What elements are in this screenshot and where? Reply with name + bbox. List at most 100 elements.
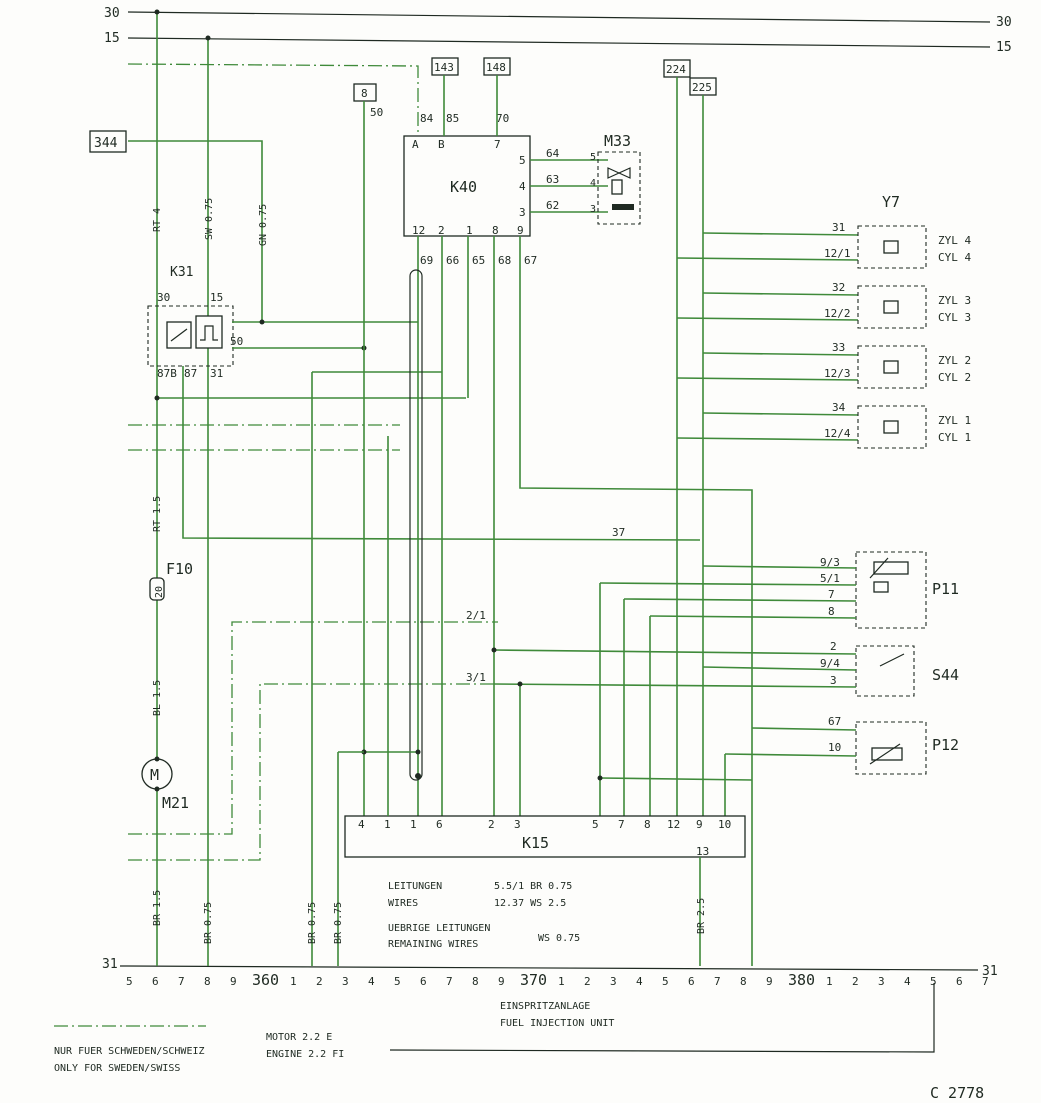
p11-wire-8: 8 <box>828 605 835 618</box>
scale-number: 9 <box>498 975 505 988</box>
rail-30-label-left: 30 <box>104 6 120 21</box>
k40-pin-r5: 5 <box>519 154 526 167</box>
injector-outline <box>857 405 927 449</box>
k40-pin-1: 1 <box>466 224 473 237</box>
unit-bracket <box>389 983 935 1053</box>
scale-number: 7 <box>714 975 721 988</box>
junction <box>415 749 421 755</box>
y7-wire-12-4: 12/4 <box>824 427 851 440</box>
s44-wire-9-4: 9/4 <box>820 657 840 670</box>
zyl-3: ZYL 3 <box>938 294 971 307</box>
k15-pin: 5 <box>592 818 599 831</box>
fuse-f10: F10 20 <box>149 560 193 601</box>
scale-number: 5 <box>126 975 133 988</box>
k15-box <box>344 815 746 858</box>
scale-number: 8 <box>204 975 211 988</box>
m33-outline <box>597 151 641 225</box>
m33-valve-symbol <box>607 167 631 179</box>
junction <box>259 319 265 325</box>
y7-wire-31: 31 <box>832 221 845 234</box>
k15-pin: 9 <box>696 818 703 831</box>
wire-65-label: 65 <box>472 254 485 267</box>
injector-outline <box>857 285 927 329</box>
scale-number: 1 <box>826 975 833 988</box>
wire-s44-2 <box>493 649 857 655</box>
control-unit-k40: K40 A B 7 84 85 70 5 4 3 12 2 1 8 9 <box>403 112 531 237</box>
scale-number: 7 <box>178 975 185 988</box>
k15-pin: 1 <box>384 818 391 831</box>
injector-coil <box>883 240 899 254</box>
injector-coil <box>883 300 899 314</box>
scale-number: 4 <box>904 975 911 988</box>
ref-225-label: 225 <box>692 81 712 94</box>
wire-63-label: 63 <box>546 173 559 186</box>
ref-344-label: 344 <box>94 136 118 151</box>
k15-label: K15 <box>522 834 549 852</box>
junction <box>154 9 160 15</box>
k15-pin: 3 <box>514 818 521 831</box>
wire-label-br075-3: BR 0.75 <box>333 902 344 944</box>
k15-pin: 4 <box>358 818 365 831</box>
scale-number: 5 <box>930 975 937 988</box>
y7-wire-12-3: 12/3 <box>824 367 851 380</box>
k31-outline <box>147 305 234 367</box>
rail-15: 15 15 <box>104 31 1012 55</box>
rail-30: 30 30 <box>104 6 1012 30</box>
wire-p11-7 <box>623 598 857 602</box>
junction <box>415 773 421 779</box>
k31-pin-50: 50 <box>230 335 243 348</box>
junction <box>154 786 160 792</box>
k15-pin: 8 <box>644 818 651 831</box>
y7-wire-12-1: 12/1 <box>824 247 851 260</box>
drawing-code: C 2778 <box>930 1084 984 1102</box>
injector-outline <box>857 345 927 389</box>
f10-value: 20 <box>154 586 165 598</box>
wire-66-label: 66 <box>446 254 459 267</box>
legend-en: ONLY FOR SWEDEN/SWISS <box>54 1063 180 1074</box>
scale-number: 6 <box>152 975 159 988</box>
sweden-wire-d <box>128 683 498 861</box>
note-wires-spec: 12.37 WS 2.5 <box>494 898 566 909</box>
p11-wire-9-3: 9/3 <box>820 556 840 569</box>
junction <box>154 756 160 762</box>
s44-outline <box>855 645 915 697</box>
wire-31 <box>702 232 859 236</box>
scale-number: 1 <box>290 975 297 988</box>
wire-34 <box>702 412 859 416</box>
k15-pin: 6 <box>436 818 443 831</box>
relay-k31: K31 30 15 50 87B 87 31 <box>147 265 243 380</box>
unit-label-en: FUEL INJECTION UNIT <box>500 1018 614 1029</box>
k40-wire-70: 70 <box>496 112 509 125</box>
injector-coil <box>883 360 899 374</box>
scale-number: 3 <box>878 975 885 988</box>
s44-wire-3: 3 <box>830 674 837 687</box>
cyl-4: CYL 4 <box>938 251 971 264</box>
wire-33 <box>702 352 859 356</box>
scale-number: 7 <box>446 975 453 988</box>
p12-wire-10: 10 <box>828 741 841 754</box>
wire-67-label: 67 <box>524 254 537 267</box>
k31-pin-87: 87 <box>184 367 197 380</box>
wire-64-label: 64 <box>546 147 560 160</box>
y7-wire-34: 34 <box>832 401 846 414</box>
k40-pin-2: 2 <box>438 224 445 237</box>
scale-number: 2 <box>584 975 591 988</box>
p11-wiper <box>869 557 889 579</box>
scale-number: 7 <box>982 975 989 988</box>
k40-box <box>403 135 531 237</box>
wire-p11-8 <box>649 615 857 619</box>
wire-32 <box>702 292 859 296</box>
scale-number: 2 <box>852 975 859 988</box>
zyl-2: ZYL 2 <box>938 354 971 367</box>
sensor-p11: 9/3 5/1 7 8 P11 <box>599 551 959 629</box>
motor-m21: M M21 <box>141 756 189 812</box>
p12-label: P12 <box>932 736 959 754</box>
motor-label-en: ENGINE 2.2 FI <box>266 1049 344 1060</box>
k40-wire-84: 84 <box>420 112 434 125</box>
note-remaining: REMAINING WIRES <box>388 939 478 950</box>
p11-label: P11 <box>932 580 959 598</box>
ref-148-label: 148 <box>486 61 506 74</box>
p12-slash <box>869 743 901 765</box>
p11-outline <box>855 551 927 629</box>
scale-number: 9 <box>766 975 773 988</box>
